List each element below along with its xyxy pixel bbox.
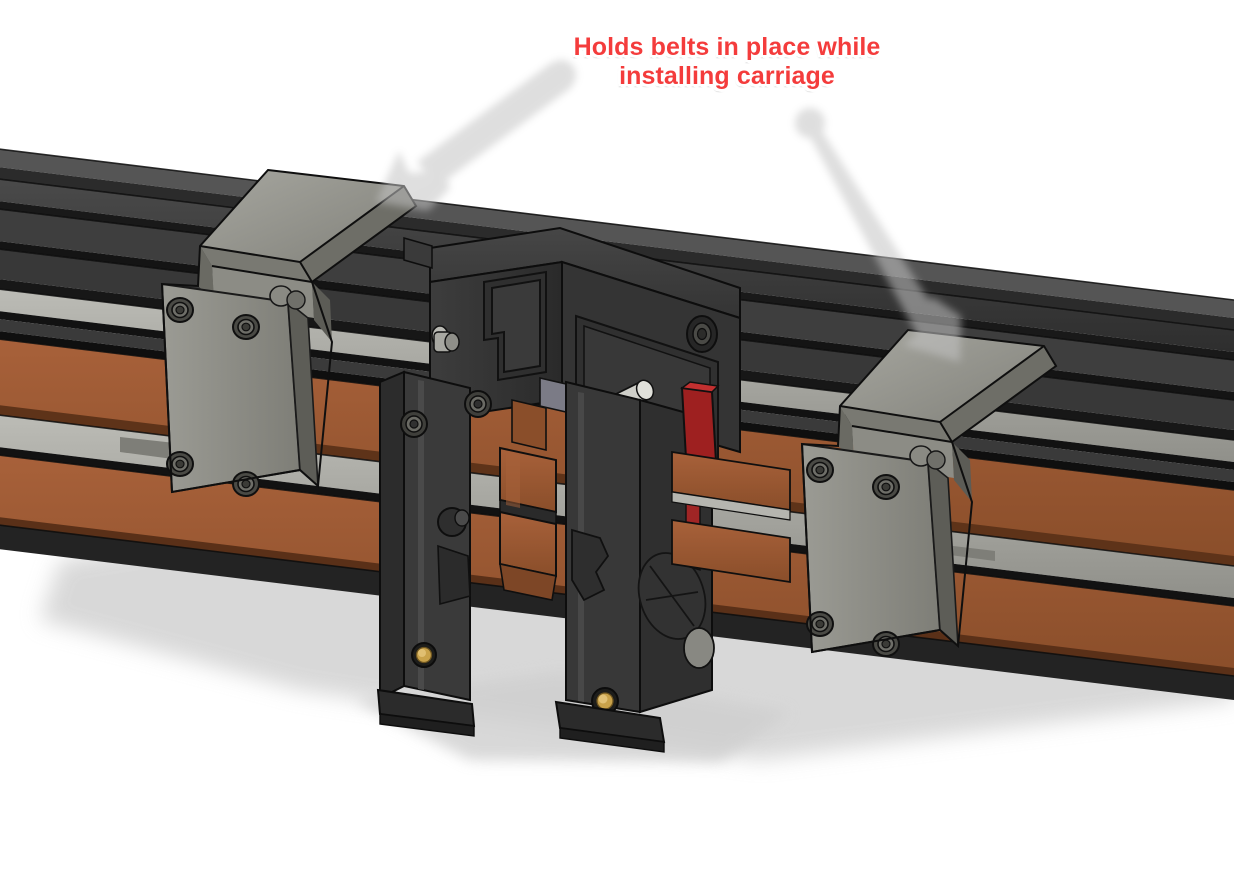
brass-insert-right xyxy=(591,687,619,715)
left-clamp-top-slab xyxy=(200,170,416,282)
brass-insert-left xyxy=(411,642,437,668)
carriage-pocket xyxy=(483,270,547,382)
left-arrow xyxy=(372,55,572,206)
carriage-locating-pin xyxy=(431,325,460,353)
belt-front-pass xyxy=(671,450,791,584)
carriage-left-arm xyxy=(376,370,492,737)
right-clamp-knuckle xyxy=(909,445,946,470)
belt-pulley-wrap xyxy=(499,376,567,601)
right-clamp-screws xyxy=(806,457,900,657)
left-clamp-knuckle xyxy=(269,285,306,310)
right-arrow xyxy=(791,103,957,357)
right-clamp-outline xyxy=(800,328,1058,654)
left-clamp-front-plate xyxy=(160,282,319,497)
carriage-hood-screw xyxy=(686,315,718,353)
carriage-rear-tab xyxy=(403,237,433,269)
